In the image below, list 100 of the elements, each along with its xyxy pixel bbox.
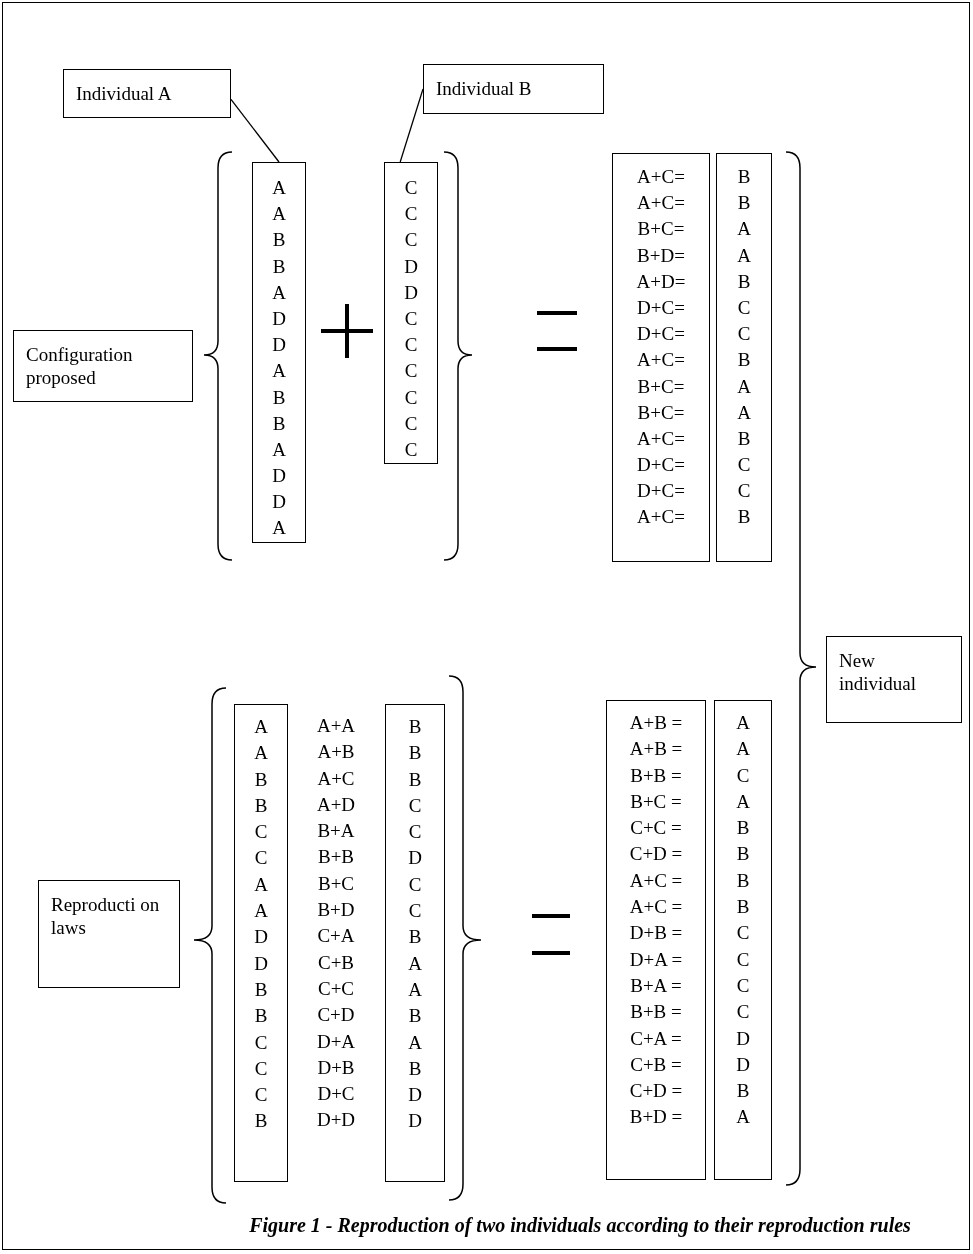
sum-entry: C+A =	[630, 1026, 682, 1051]
letter-entry: C	[408, 899, 422, 924]
letter-entry: B	[408, 1056, 422, 1081]
letter-entry: A	[408, 977, 422, 1002]
letter-entry: D	[272, 490, 286, 515]
rule-pair: C+D	[317, 1003, 355, 1028]
letter-entry: A	[737, 400, 751, 425]
sequence-column	[385, 704, 445, 1182]
letter-entry: C	[404, 228, 418, 253]
letter-entry: A	[254, 741, 268, 766]
letter-entry: D	[404, 280, 418, 305]
sum-entry: C+D =	[629, 1079, 683, 1104]
letter-entry: B	[254, 1109, 268, 1134]
letter-entry: D	[254, 925, 268, 950]
sum-entry: B+C=	[637, 400, 685, 425]
letter-entry: A	[408, 951, 422, 976]
rule-pair: D+D	[316, 1108, 356, 1133]
box-label: Reproducti on laws	[51, 893, 161, 939]
letter-entry: C	[736, 921, 750, 946]
letter-entry: C	[404, 411, 418, 436]
letter-entry: C	[254, 1083, 268, 1108]
letter-entry: C	[408, 820, 422, 845]
label-box	[63, 69, 231, 118]
letter-entry: A	[737, 243, 751, 268]
sum-entry: B+D=	[637, 243, 685, 268]
label-box	[826, 636, 962, 723]
letter-entry: C	[404, 306, 418, 331]
letter-entry: B	[272, 228, 286, 253]
sequence-column	[234, 704, 288, 1182]
sum-entry: B+B =	[630, 1000, 682, 1025]
letter-entry: A	[254, 899, 268, 924]
letter-entry: C	[737, 453, 751, 478]
letter-entry: B	[272, 254, 286, 279]
letter-entry: D	[408, 1109, 422, 1134]
letter-entry: A	[272, 202, 286, 227]
letter-entry: B	[737, 191, 751, 216]
letter-entry: C	[404, 202, 418, 227]
figure-caption: Figure 1 - Reproduction of two individuals according to their reproduction rules	[248, 1213, 912, 1238]
letter-entry: B	[408, 715, 422, 739]
rule-pair: B+A	[317, 819, 355, 844]
box-label: Configuration proposed	[26, 343, 134, 389]
letter-entry: B	[254, 977, 268, 1002]
sum-entry: B+B =	[630, 763, 682, 788]
sequence-column	[384, 162, 438, 464]
letter-entry: C	[254, 1056, 268, 1081]
letter-entry: B	[254, 1004, 268, 1029]
letter-entry: D	[272, 306, 286, 331]
rule-pair: D+A	[316, 1029, 356, 1054]
letter-entry: B	[737, 269, 751, 294]
letter-entry: C	[254, 846, 268, 871]
sum-entry: D+C=	[637, 295, 685, 320]
rule-pair: C+C	[317, 976, 355, 1001]
sequence-column	[606, 700, 706, 1180]
letter-entry: C	[736, 947, 750, 972]
sum-entry: D+A =	[629, 947, 683, 972]
label-box	[38, 880, 180, 988]
letter-entry: C	[254, 820, 268, 845]
letter-entry: B	[408, 925, 422, 950]
letter-entry: B	[737, 165, 751, 189]
letter-entry: B	[408, 1004, 422, 1029]
rule-pair: A+D	[316, 792, 356, 817]
rule-pair: B+C	[317, 871, 355, 896]
letter-entry: C	[404, 333, 418, 358]
sum-entry: A+B =	[629, 737, 683, 762]
letter-entry: D	[736, 1052, 750, 1077]
sum-entry: A+C =	[629, 868, 683, 893]
letter-entry: A	[272, 359, 286, 384]
letter-entry: C	[404, 359, 418, 384]
sum-entry: B+C=	[637, 217, 685, 242]
letter-entry: A	[272, 437, 286, 462]
sum-entry: C+B =	[630, 1052, 682, 1077]
box-label: Individual A	[76, 82, 173, 105]
rule-pair: D+C	[317, 1082, 355, 1107]
letter-entry: B	[736, 868, 750, 893]
leader-line	[399, 88, 424, 163]
sum-entry: C+C =	[630, 816, 682, 841]
letter-entry: B	[737, 348, 751, 373]
sum-entry: A+C=	[637, 505, 685, 530]
leader-line	[230, 98, 280, 163]
letter-entry: C	[408, 793, 422, 818]
letter-entry: D	[404, 254, 418, 279]
letter-entry: C	[408, 872, 422, 897]
letter-entry: C	[254, 1030, 268, 1055]
letter-entry: A	[272, 280, 286, 305]
sum-entry: B+A =	[630, 973, 682, 998]
sum-entry: B+C=	[637, 374, 685, 399]
box-label: Individual B	[436, 77, 533, 100]
letter-entry: B	[736, 842, 750, 867]
sum-entry: C+D =	[629, 842, 683, 867]
letter-entry: B	[737, 505, 751, 530]
letter-entry: A	[736, 737, 750, 762]
letter-entry: C	[404, 176, 418, 200]
letter-entry: A	[272, 516, 286, 541]
letter-entry: B	[408, 767, 422, 792]
rule-pair: C+B	[317, 950, 355, 975]
letter-entry: B	[736, 816, 750, 841]
sequence-column	[716, 153, 772, 562]
letter-entry: B	[254, 767, 268, 792]
letter-entry: D	[408, 846, 422, 871]
sum-entry: D+B =	[629, 921, 683, 946]
